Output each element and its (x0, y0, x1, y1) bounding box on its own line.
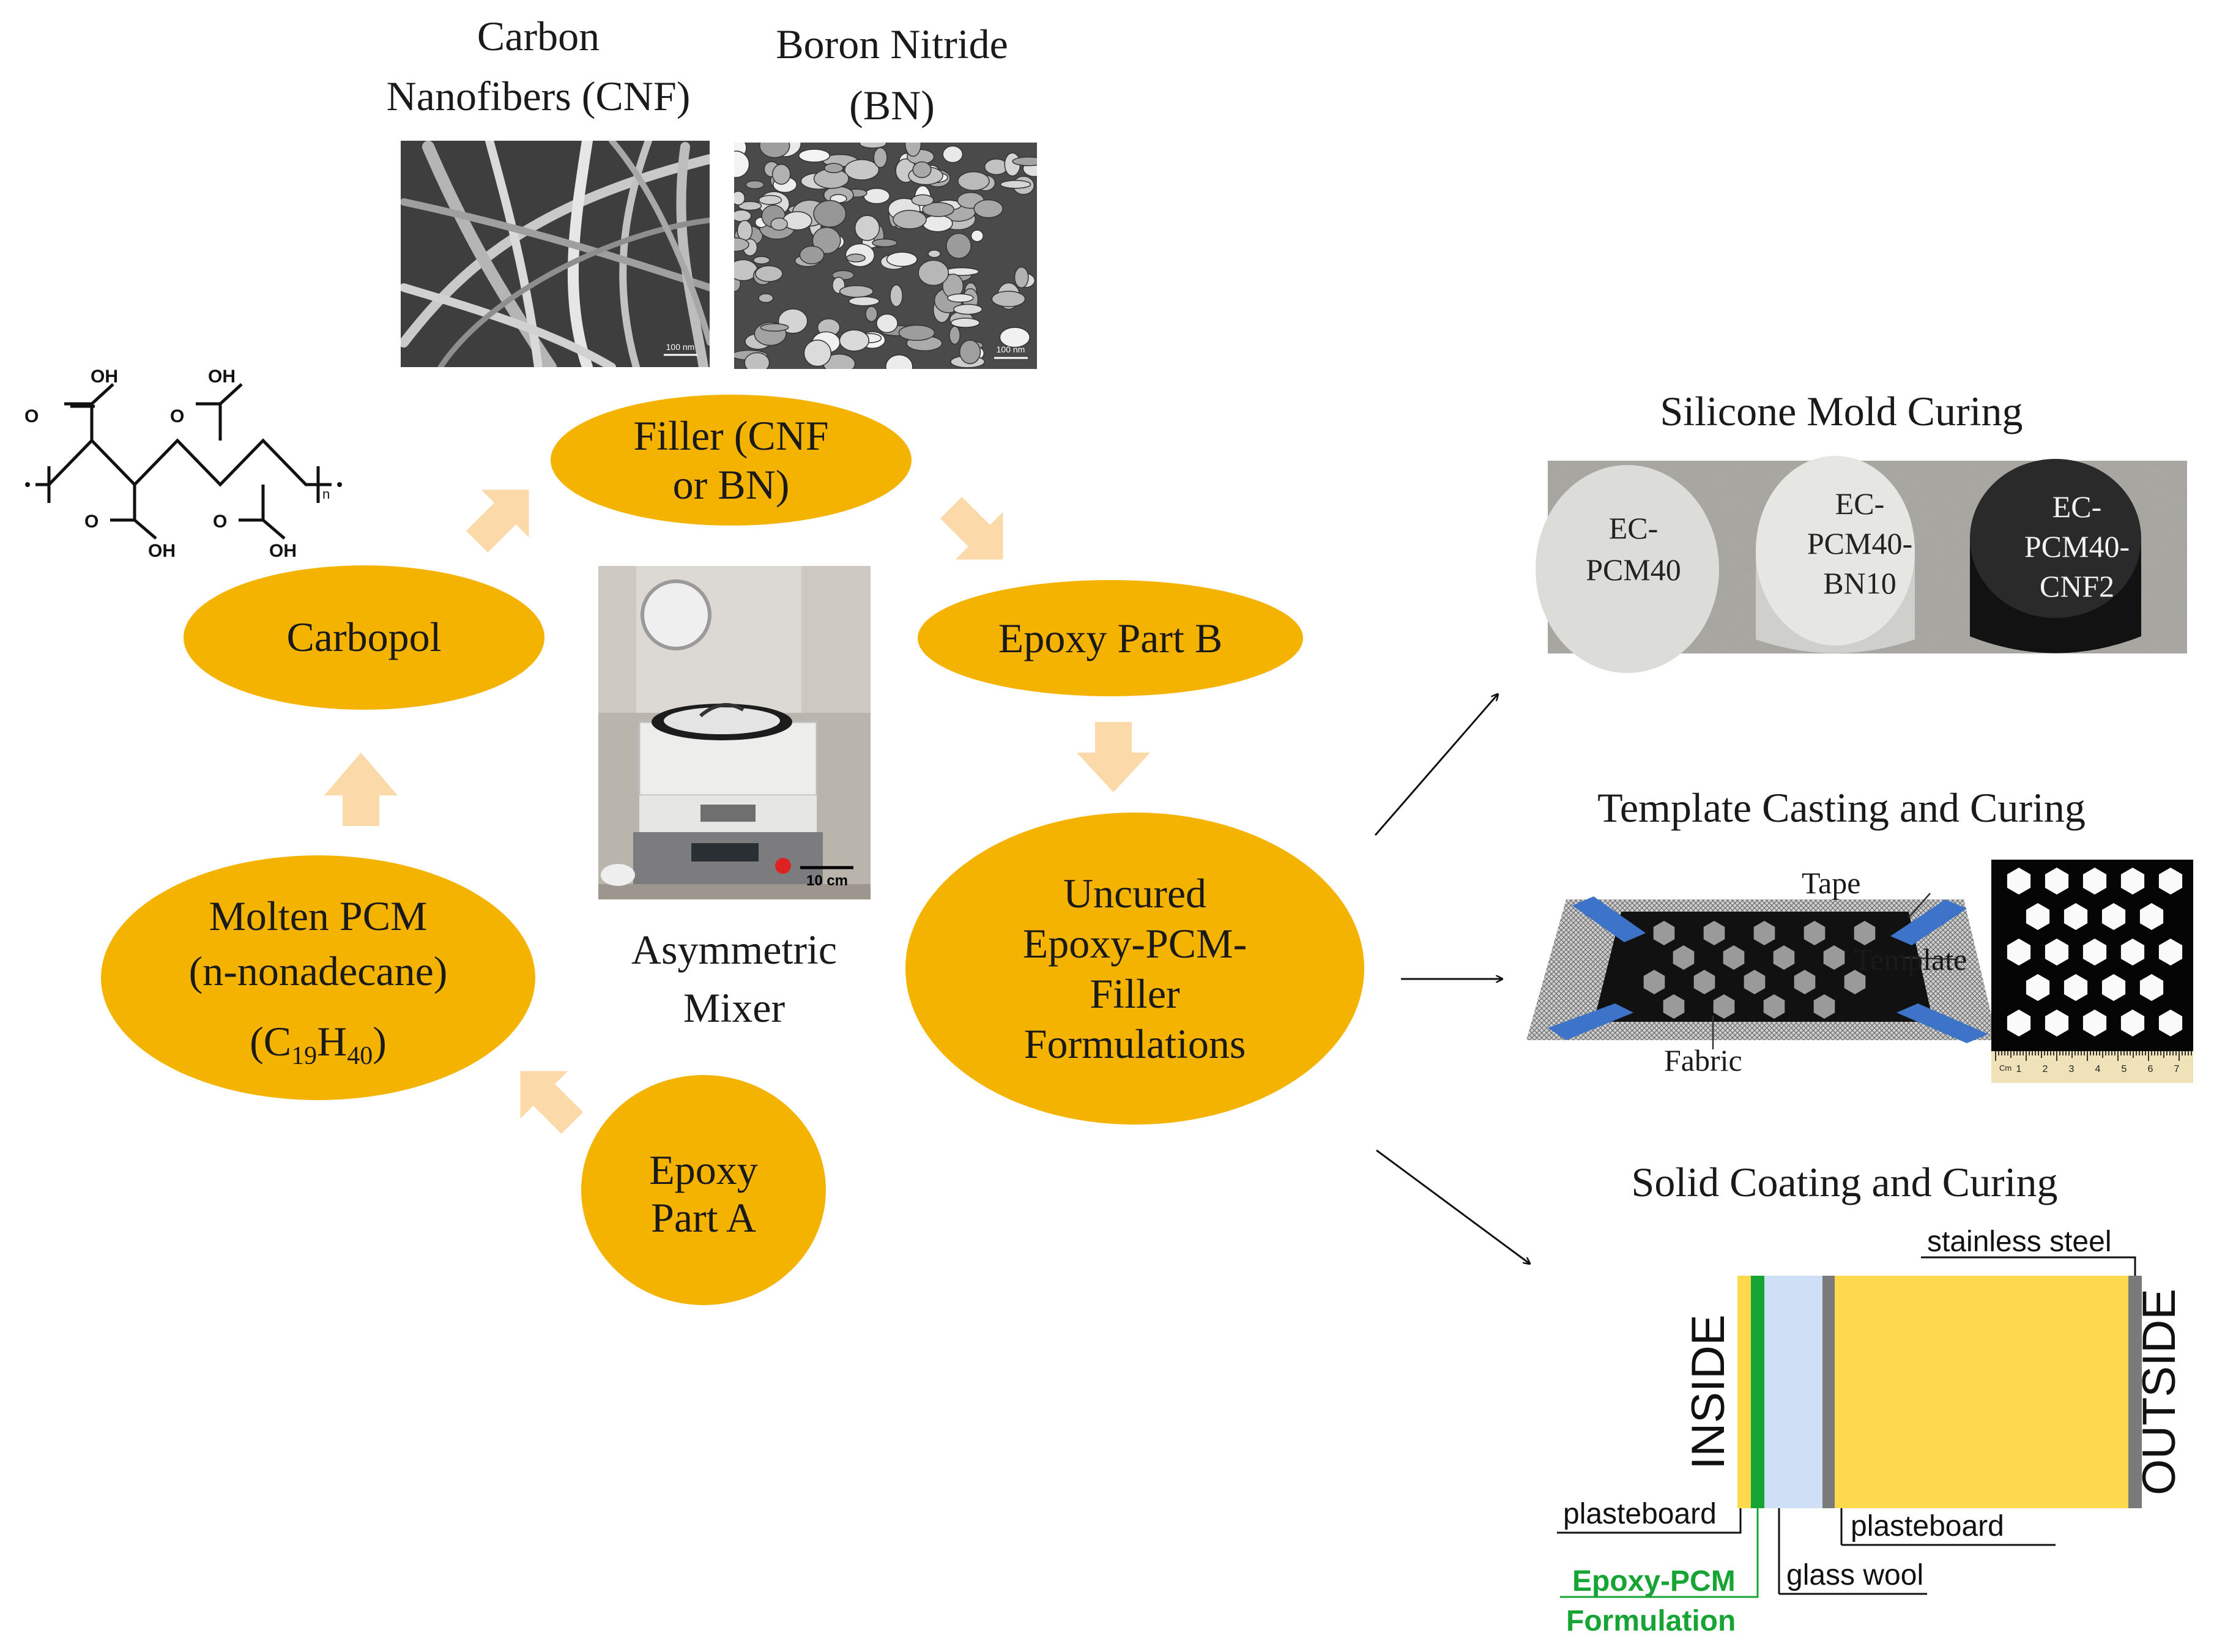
o-label-3: O (84, 512, 98, 532)
tape-label: Tape (1802, 866, 1860, 900)
uncured-label-line1: Uncured (1063, 870, 1206, 917)
sample3-line3: CNF2 (2040, 569, 2114, 603)
glass-wool-layer (1764, 1276, 1822, 1508)
mixer-label-line2: Mixer (683, 984, 786, 1031)
pcm-label-line2: (n-nonadecane) (189, 948, 448, 994)
filler-label-line1: Filler (CNF (633, 412, 828, 459)
sample3-line1: EC- (2052, 489, 2102, 524)
epoxy-b-label: Epoxy Part B (998, 615, 1222, 661)
sample2-line3: BN10 (1823, 566, 1896, 600)
wall-core (1835, 1276, 2128, 1508)
oh-label-3: OH (148, 541, 176, 561)
mixer-scale-label: 10 cm (806, 873, 848, 889)
sample1-line1: EC- (1609, 511, 1659, 545)
template-illustration (1526, 893, 1997, 1049)
coating-leader-lines (1557, 1256, 2136, 1598)
o-label-4: O (213, 512, 227, 532)
epoxy-b-ellipse (918, 580, 1303, 696)
plasteboard-outer-edge (1822, 1276, 1835, 1508)
oh-label-1: OH (91, 366, 118, 387)
cycle-arrows (324, 489, 1150, 1134)
coating-title: Solid Coating and Curing (1632, 1159, 2058, 1205)
oh-label-2: OH (208, 366, 236, 387)
pcm-label-line1: Molten PCM (209, 893, 427, 939)
bn-title-line1: Boron Nitride (776, 21, 1008, 67)
ruler-number: 3 (2069, 1064, 2075, 1074)
stainless-steel-layer (2128, 1276, 2142, 1508)
arrow-epoxyb-to-uncured (1077, 722, 1150, 792)
arrow-carbopol-to-filler (466, 489, 529, 553)
uncured-label-line3: Filler (1090, 970, 1180, 1017)
plasteboard-left-label: plasteboard (1563, 1498, 1717, 1530)
filler-ellipse (551, 395, 912, 526)
bn-title-line2: (BN) (849, 82, 935, 128)
plasteboard-inner (1737, 1276, 1751, 1508)
uncured-label-line2: Epoxy-PCM- (1023, 920, 1247, 967)
o-label-1: O (24, 406, 39, 426)
mixer-label-line1: Asymmetric (631, 926, 837, 973)
oh-label-4: OH (269, 541, 297, 561)
mixer-photo: 10 cm (598, 566, 871, 899)
ruler-number: 1 (2016, 1064, 2022, 1074)
sample3-line2: PCM40- (2024, 529, 2130, 564)
epoxy-a-label-line1: Epoxy (649, 1147, 758, 1193)
cnf-title-line2: Nanofibers (CNF) (387, 73, 691, 119)
carbopol-label: Carbopol (286, 614, 441, 660)
carbopol-structure (35, 383, 332, 540)
ruler-number: 2 (2043, 1064, 2048, 1074)
ruler-number: 4 (2095, 1064, 2101, 1074)
stainless-label: stainless steel (1927, 1226, 2111, 1258)
output-arrows (1374, 694, 1529, 1263)
template-photo: 1 2 3 4 5 6 7 Cm (1991, 860, 2193, 1083)
pcm-ellipse (101, 855, 535, 1100)
process-ellipses (101, 395, 1364, 1305)
fabric-label: Fabric (1664, 1043, 1742, 1077)
cnf-scale-label: 100 nm (666, 342, 695, 352)
sample2-line1: EC- (1835, 486, 1885, 521)
epoxy-a-ellipse (581, 1075, 826, 1305)
outside-label: OUTSIDE (2133, 1289, 2185, 1495)
template-title: Template Casting and Curing (1597, 784, 2086, 831)
subscript-n: n (322, 486, 330, 502)
arrow-filler-to-epoxyb (940, 496, 1003, 560)
plasteboard-right-label: plasteboard (1851, 1510, 2004, 1542)
silicone-title: Silicone Mold Curing (1660, 388, 2023, 434)
ruler-unit: Cm (1999, 1063, 2012, 1073)
cnf-sem-image: 100 nm (401, 141, 710, 367)
uncured-ellipse (905, 813, 1364, 1125)
inside-label: INSIDE (1682, 1314, 1734, 1469)
sample1-line2: PCM40 (1586, 553, 1681, 587)
silicone-photo (1536, 456, 2187, 673)
bn-sem-image: 100 nm (734, 143, 1037, 369)
ruler-number: 7 (2174, 1064, 2180, 1074)
ruler-number: 6 (2148, 1064, 2153, 1074)
epoxy-pcm-layer (1751, 1276, 1764, 1508)
arrow-epoxya-to-pcm (520, 1071, 584, 1134)
template-label: Template (1854, 942, 1967, 977)
cnf-title-line1: Carbon (477, 13, 600, 59)
glass-wool-label: glass wool (1786, 1559, 1923, 1591)
epoxy-a-label-line2: Part A (651, 1194, 756, 1241)
formulation-label-line2: Formulation (1566, 1605, 1736, 1637)
sample2-line2: PCM40- (1807, 526, 1912, 560)
ruler-number: 5 (2122, 1064, 2127, 1074)
uncured-label-line4: Formulations (1024, 1021, 1246, 1067)
wall-cross-section (1737, 1276, 2142, 1508)
carbopol-ellipse (184, 565, 544, 710)
filler-label-line2: or BN) (673, 461, 790, 508)
formulation-label-line1: Epoxy-PCM (1572, 1565, 1736, 1598)
bn-scale-label: 100 nm (997, 344, 1025, 354)
arrow-pcm-to-carbopol (324, 753, 398, 826)
pcm-formula: (C19H40) (250, 1018, 387, 1070)
o-label-2: O (170, 406, 184, 426)
